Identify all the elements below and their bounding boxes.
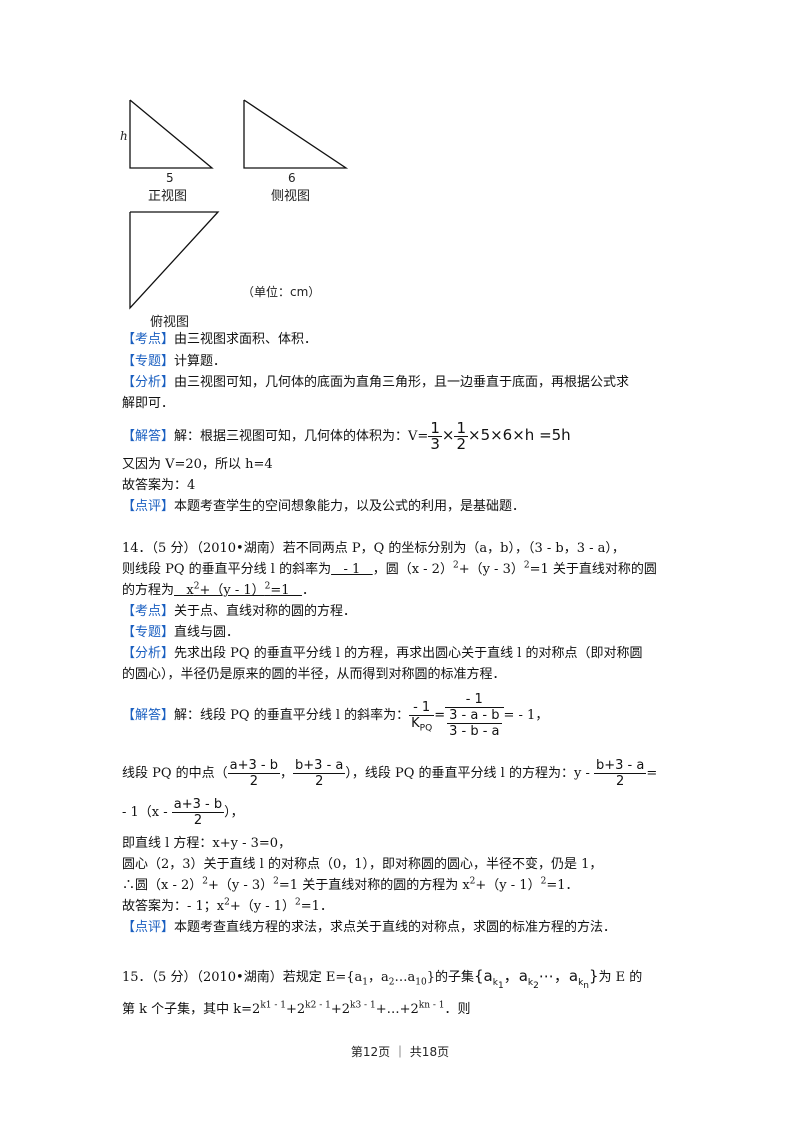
q13-zhuanti: 【专题】计算题． bbox=[122, 352, 226, 372]
page-footer: 第12页 ｜ 共18页 bbox=[350, 1045, 450, 1059]
bracket-close: 】 bbox=[161, 375, 175, 390]
side-view-figure bbox=[232, 96, 362, 176]
front-view-figure bbox=[118, 96, 228, 176]
front-view-caption: 正视图 bbox=[148, 189, 188, 204]
q13-line2: 又因为 V=20，所以 h=4 bbox=[122, 457, 273, 472]
kaodian-tag: 考点 bbox=[135, 604, 162, 619]
q13-fenxi-text-1: 由三视图可知，几何体的底面为直角三角形，且一边垂直于底面，再根据公式求 bbox=[174, 375, 630, 390]
q13-kaodian-text: 由三视图求面积、体积． bbox=[174, 332, 318, 347]
q14-l3: ∴圆（x - 2）2+（y - 3）2=1 关于直线对称的圆的方程为 x2+（y… bbox=[122, 876, 579, 893]
top-view-triangle bbox=[129, 211, 220, 310]
jieda-tag: 解答 bbox=[135, 708, 162, 723]
bracket-open: 【 bbox=[122, 332, 136, 347]
bracket-open: 【 bbox=[122, 354, 136, 369]
q13-dianping-text: 本题考查学生的空间想象能力，以及公式的利用，是基础题． bbox=[174, 499, 526, 514]
q14-kaodian: 【考点】关于点、直线对称的圆的方程． bbox=[122, 604, 357, 619]
dianping-tag: 点评 bbox=[135, 499, 162, 514]
q14-dianping: 【点评】本题考查直线方程的求法，求点关于直线的对称点，求圆的标准方程的方法． bbox=[122, 920, 617, 935]
bracket-close: 】 bbox=[161, 429, 175, 444]
q13-fenxi-cont: 解即可． bbox=[122, 396, 175, 411]
q14-answer-1: - 1 bbox=[331, 562, 373, 577]
times-sign: × bbox=[441, 426, 455, 444]
q14-l1: 即直线 l 方程：x+y - 3=0， bbox=[122, 836, 292, 851]
side-view-triangle bbox=[243, 99, 349, 169]
q15-stem-1: 15．（5 分）（2010•湖南）若规定 E={a1，a2…a10}的子集{ak… bbox=[122, 967, 643, 991]
jieda-tag: 解答 bbox=[135, 429, 162, 444]
q13-fenxi: 【分析】由三视图可知，几何体的底面为直角三角形，且一边垂直于底面，再根据公式求 bbox=[122, 373, 629, 393]
front-view-triangle bbox=[129, 99, 214, 169]
subset-expression: {ak1，ak2⋯，akn} bbox=[473, 967, 599, 991]
bracket-close: 】 bbox=[161, 354, 175, 369]
q14-l2: 圆心（2，3）关于直线 l 的对称点（0，1），即对称圆的圆心，半径不变，仍是 … bbox=[122, 857, 603, 872]
zhuanti-tag: 专题 bbox=[135, 354, 162, 369]
bracket-close: 】 bbox=[161, 332, 175, 347]
q13-jieda-text: 解：根据三视图可知，几何体的体积为：V= bbox=[174, 429, 429, 444]
q14-stem-3: 的方程为 x2+（y - 1）2=1 ． bbox=[122, 581, 315, 598]
q14-fenxi: 【分析】先求出段 PQ 的垂直平分线 l 的方程，再求出圆心关于直线 l 的对称… bbox=[122, 646, 643, 661]
zhuanti-tag: 专题 bbox=[135, 625, 162, 640]
fenxi-tag: 分析 bbox=[135, 646, 162, 661]
top-view-figure bbox=[118, 208, 228, 318]
q13-line3: 故答案为：4 bbox=[122, 478, 196, 493]
q14-stem-1: 14．（5 分）（2010•湖南）若不同两点 P，Q 的坐标分别为（a，b），（… bbox=[122, 541, 625, 556]
q13-jieda-tail: ×5×6×h =5h bbox=[468, 426, 571, 444]
front-view-height-label: h bbox=[120, 129, 128, 143]
q13-dianping: 【点评】本题考查学生的空间想象能力，以及公式的利用，是基础题． bbox=[122, 497, 525, 517]
bracket-open: 【 bbox=[122, 429, 136, 444]
q13-zhuanti-text: 计算题． bbox=[174, 354, 227, 369]
q14-zhuanti: 【专题】直线与圆． bbox=[122, 625, 240, 640]
bracket-open: 【 bbox=[122, 499, 136, 514]
dianping-tag: 点评 bbox=[135, 920, 162, 935]
q14-answer-2: x2+（y - 1）2=1 bbox=[174, 581, 302, 598]
q14-stem-2: 则线段 PQ 的垂直平分线 l 的斜率为 - 1 ，圆（x - 2）2+（y -… bbox=[122, 560, 657, 577]
side-view-base-label: 6 bbox=[288, 171, 296, 185]
q14-l4: 故答案为：- 1；x2+（y - 1）2=1． bbox=[122, 897, 333, 914]
side-view-caption: 侧视图 bbox=[271, 189, 311, 204]
bracket-close: 】 bbox=[161, 499, 175, 514]
top-view-caption: 俯视图 bbox=[150, 315, 190, 330]
q13-kaodian: 【考点】由三视图求面积、体积． bbox=[122, 330, 317, 350]
fenxi-tag: 分析 bbox=[135, 375, 162, 390]
bracket-open: 【 bbox=[122, 375, 136, 390]
kaodian-tag: 考点 bbox=[135, 332, 162, 347]
q15-stem-2: 第 k 个子集，其中 k=2k1 - 1+2k2 - 1+2k3 - 1+…+2… bbox=[122, 1000, 471, 1017]
front-view-base-label: 5 bbox=[166, 171, 174, 185]
unit-label: （单位：cm） bbox=[242, 285, 321, 299]
q14-fenxi-cont: 的圆心），半径仍是原来的圆的半径，从而得到对称圆的标准方程． bbox=[122, 667, 506, 682]
